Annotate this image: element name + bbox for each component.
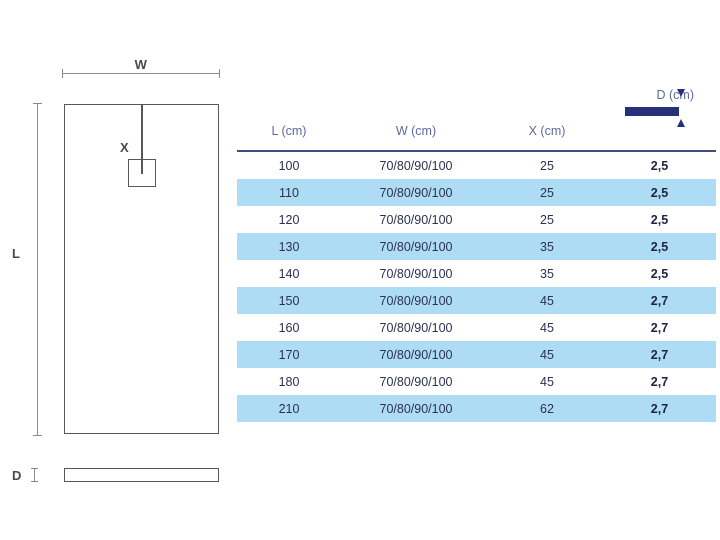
arrow-up-icon [677, 119, 685, 127]
cell-offset: 25 [540, 158, 554, 173]
width-dimension-line [62, 69, 220, 78]
depth-marker-cap-bottom [31, 481, 38, 482]
drain-square-icon [128, 159, 156, 187]
length-dimension-tick-bottom [33, 435, 42, 436]
cell-offset: 45 [540, 374, 554, 389]
cell-offset: 25 [540, 212, 554, 227]
cell-width: 70/80/90/100 [379, 158, 453, 173]
cell-depth: 2,5 [650, 266, 669, 281]
column-header-depth [603, 88, 716, 151]
cell-length: 110 [279, 185, 299, 200]
cell-offset: 45 [540, 293, 554, 308]
column-header-offset: X (cm) [528, 124, 566, 138]
table-row: 160 70/80/90/100 45 2,7 [237, 314, 716, 341]
cell-offset: 45 [540, 320, 554, 335]
width-dimension-tick-left [62, 69, 63, 78]
cell-depth: 2,7 [650, 347, 669, 362]
cell-width: 70/80/90/100 [379, 239, 453, 254]
depth-dimension-marker [31, 468, 38, 482]
cell-depth: 2,5 [650, 185, 669, 200]
cell-depth: 2,5 [650, 158, 669, 173]
cell-depth: 2,5 [650, 212, 669, 227]
cell-width: 70/80/90/100 [379, 293, 453, 308]
cell-width: 70/80/90/100 [379, 212, 453, 227]
cell-length: 140 [278, 266, 300, 281]
cell-width: 70/80/90/100 [379, 320, 453, 335]
cell-offset: 25 [540, 185, 554, 200]
table-row: 120 70/80/90/100 25 2,5 [237, 206, 716, 233]
cell-depth: 2,7 [650, 374, 669, 389]
specification-table-area: D (cm) L (cm) W (cm) X (cm) 100 70/80/90/… [237, 88, 716, 423]
cell-depth: 2,7 [650, 401, 669, 416]
cell-depth: 2,7 [650, 293, 669, 308]
drain-offset-label: X [120, 140, 130, 155]
cell-offset: 35 [540, 239, 554, 254]
table-row: 150 70/80/90/100 45 2,7 [237, 287, 716, 314]
table-header: L (cm) W (cm) X (cm) [237, 88, 716, 151]
cell-length: 210 [278, 401, 300, 416]
table-row: 140 70/80/90/100 35 2,5 [237, 260, 716, 287]
cell-width: 70/80/90/100 [379, 401, 453, 416]
depth-dimension-label: D [12, 468, 22, 483]
length-dimension-line [33, 103, 42, 436]
length-dimension-label: L [12, 246, 21, 261]
cell-length: 120 [278, 212, 300, 227]
cell-depth: 2,5 [650, 239, 669, 254]
depth-header-graphic: D (cm) [592, 88, 712, 136]
cell-length: 180 [278, 374, 300, 389]
technical-drawing: W L X D [0, 0, 236, 540]
width-dimension-label: W [134, 57, 148, 72]
table-header-row: L (cm) W (cm) X (cm) [237, 88, 716, 151]
cell-length: 100 [278, 158, 300, 173]
length-dimension-tick-top [33, 103, 42, 104]
cell-length: 130 [278, 239, 300, 254]
cell-width: 70/80/90/100 [379, 185, 453, 200]
cell-width: 70/80/90/100 [379, 374, 453, 389]
drain-offset-line [141, 104, 143, 174]
cell-offset: 35 [540, 266, 554, 281]
cell-depth: 2,7 [650, 320, 669, 335]
depth-bar-graphic [625, 107, 679, 116]
table-body: 100 70/80/90/100 25 2,5 110 70/80/90/100 25 2,5… [237, 151, 716, 422]
cell-offset: 45 [540, 347, 554, 362]
table-row: 130 70/80/90/100 35 2,5 [237, 233, 716, 260]
table-row: 180 70/80/90/100 45 2,7 [237, 368, 716, 395]
cell-length: 150 [278, 293, 300, 308]
width-dimension-tick-right [219, 69, 220, 78]
shower-tray-side-view [64, 468, 219, 482]
table-row: 100 70/80/90/100 25 2,5 [237, 151, 716, 179]
column-header-length: L (cm) [271, 124, 307, 138]
arrow-down-icon [677, 89, 685, 97]
table-row: 170 70/80/90/100 45 2,7 [237, 341, 716, 368]
cell-offset: 62 [540, 401, 554, 416]
cell-length: 160 [278, 320, 300, 335]
cell-length: 170 [278, 347, 300, 362]
column-header-width: W (cm) [395, 124, 437, 138]
table-row: 210 70/80/90/100 62 2,7 [237, 395, 716, 422]
cell-width: 70/80/90/100 [379, 347, 453, 362]
cell-width: 70/80/90/100 [379, 266, 453, 281]
table-row: 110 70/80/90/100 25 2,5 [237, 179, 716, 206]
depth-marker-cap-top [31, 468, 38, 469]
dimensions-table: L (cm) W (cm) X (cm) 100 70/80/90/100 25 2,… [237, 88, 716, 422]
depth-marker-stem [34, 468, 35, 482]
